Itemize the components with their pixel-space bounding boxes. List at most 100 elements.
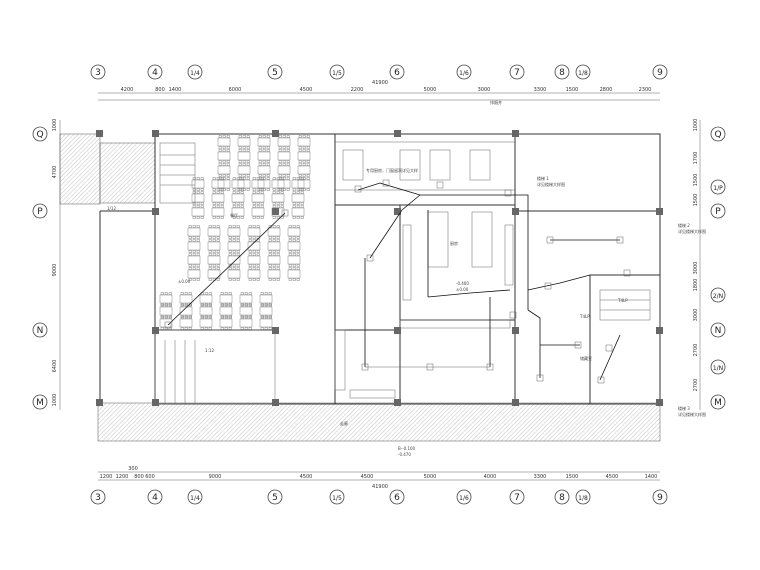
dining-table [187,269,201,279]
chair [232,250,236,253]
chair [300,188,304,191]
chair [266,163,270,166]
chair [218,160,222,163]
chair [256,202,260,205]
chair [192,239,196,242]
chair [278,149,282,152]
chair [164,316,168,319]
chair [256,191,260,194]
chair [242,149,246,152]
chair [216,225,220,228]
dining-table [247,269,261,279]
chair [256,239,260,242]
chair [232,253,236,256]
chair [288,236,292,239]
chair [212,236,216,239]
axis-label: 1/8 [578,495,588,502]
chair [300,177,304,180]
chair [302,163,306,166]
chair [240,216,244,219]
chair [258,188,262,191]
chair [302,149,306,152]
chair [296,278,300,281]
chair [224,316,228,319]
dim-text: 6000 [229,87,242,93]
chair [256,216,260,219]
chair [160,292,164,295]
dining-table [191,179,205,189]
chair [280,202,284,205]
chair [168,304,172,307]
chair [216,236,220,239]
chair [238,177,242,180]
dining-seating [159,135,311,330]
chair [236,188,240,191]
chair [212,205,216,208]
dining-table [267,269,281,279]
chair [216,202,220,205]
chair [216,191,220,194]
axis-label: 1/4 [190,495,200,502]
right-axis-markers: Q 1/P P 2/N N 1/N M 1000 1700 1500 1500 … [693,119,726,410]
chair [280,188,284,191]
chair [292,225,296,228]
chair [262,160,266,163]
chair [226,146,230,149]
dining-table [159,306,173,316]
chair [276,264,280,267]
chair [246,163,250,166]
dining-table [257,137,271,147]
bottom-total-dim: 41900 [372,484,388,490]
chair [258,163,262,166]
chair [266,160,270,163]
chair [220,191,224,194]
chair [306,188,310,191]
top-axis-markers: 3 4 1/4 5 1/5 6 1/6 7 8 1/8 9 [90,64,668,80]
chair [252,264,256,267]
chair [184,316,188,319]
chair [240,191,244,194]
dining-table [211,179,225,189]
dining-table [247,255,261,265]
chair [212,250,216,253]
chair [296,225,300,228]
chair [232,236,236,239]
chair [238,135,242,138]
chair [298,160,302,163]
top-dimensions: 41900 4200 800 1400 6000 4500 2200 5000 … [98,80,660,101]
chair [302,188,306,191]
chair [246,135,250,138]
chair [252,188,256,191]
dining-table [219,318,233,328]
dim-text: 600 [145,474,155,480]
chair [298,146,302,149]
dining-table [219,294,233,304]
chair [258,149,262,152]
chair [168,327,172,330]
duct-runs [167,182,621,381]
chair [232,177,236,180]
chair [268,253,272,256]
chair [222,160,226,163]
chair [168,316,172,319]
chair [288,250,292,253]
dim-text: 6400 [52,360,58,373]
chair [208,225,212,228]
axis-label: Q [714,130,721,140]
dim-text: 1800 [693,279,699,292]
chair [272,239,276,242]
chair [196,253,200,256]
chair [226,160,230,163]
chair [268,316,272,319]
chair [266,149,270,152]
chair [208,236,212,239]
chair [262,146,266,149]
stair-code: T4LP [617,298,628,303]
axis-label: Q [36,130,43,140]
chair [228,225,232,228]
chair [212,253,216,256]
chair [268,292,272,295]
chair [232,264,236,267]
chair [292,264,296,267]
dining-table [237,165,251,175]
